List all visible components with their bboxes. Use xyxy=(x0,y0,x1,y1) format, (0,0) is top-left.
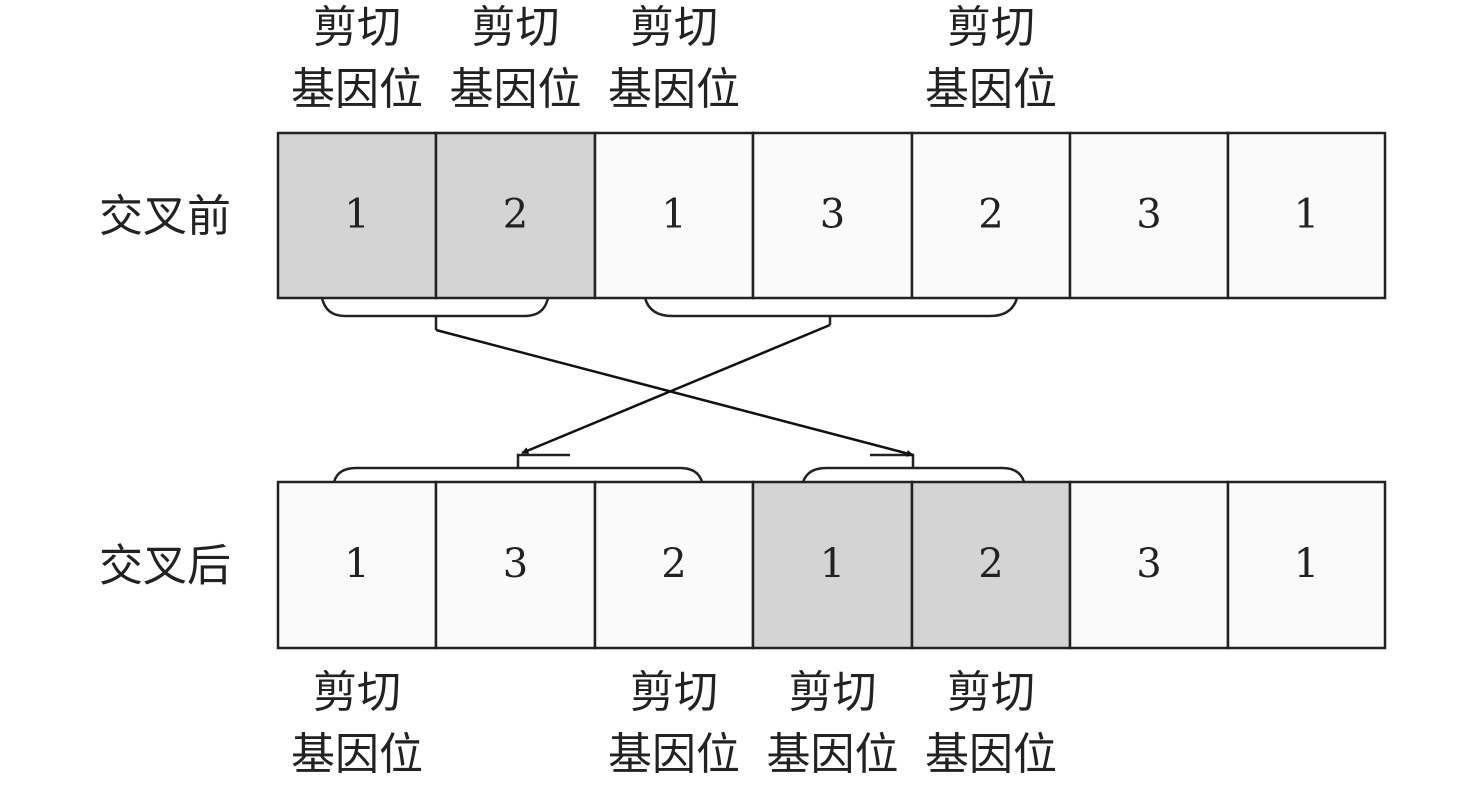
segment-brackets xyxy=(320,297,1026,483)
gene-cell: 3 xyxy=(751,131,914,300)
cut-label-line1: 剪切 xyxy=(313,667,401,718)
gene-value: 1 xyxy=(820,541,845,587)
cell-box xyxy=(593,131,755,300)
bracket-before-1 xyxy=(320,297,550,318)
connector-after-1 xyxy=(516,453,570,468)
cell-box xyxy=(910,480,1072,650)
gene-value: 2 xyxy=(503,192,528,238)
cell-box xyxy=(1226,131,1387,300)
cut-label-line2: 基因位 xyxy=(925,729,1057,780)
bracket-after-1 xyxy=(332,466,704,483)
gene-cell: 2 xyxy=(910,131,1072,300)
gene-value: 2 xyxy=(978,192,1003,238)
cell-box xyxy=(910,131,1072,300)
cut-label-line2: 基因位 xyxy=(291,729,423,780)
gene-value: 2 xyxy=(661,541,686,587)
cell-box xyxy=(434,131,597,300)
gene-value: 3 xyxy=(1136,541,1161,587)
cut-label-line2: 基因位 xyxy=(925,64,1057,115)
cell-box xyxy=(276,480,438,650)
row-label: 交叉后 xyxy=(99,541,231,592)
cell-box xyxy=(751,131,914,300)
cut-label-line2: 基因位 xyxy=(450,64,582,115)
gene-cell: 2 xyxy=(593,480,755,650)
cell-box xyxy=(1068,480,1230,650)
cut-label-line1: 剪切 xyxy=(789,667,877,718)
cut-label-line2: 基因位 xyxy=(608,729,740,780)
bracket-after-2 xyxy=(801,466,1026,483)
row-label: 交叉前 xyxy=(99,191,231,242)
gene-value: 1 xyxy=(661,192,686,238)
gene-value: 1 xyxy=(344,541,369,587)
cut-label-line1: 剪切 xyxy=(630,2,718,53)
connector-after-2 xyxy=(870,453,915,468)
cell-box xyxy=(434,480,597,650)
gene-cell: 1 xyxy=(276,131,438,300)
gene-cell: 1 xyxy=(751,480,914,650)
cell-box xyxy=(593,480,755,650)
arrow-1 xyxy=(435,328,914,457)
cut-label-line1: 剪切 xyxy=(313,2,401,53)
cell-box xyxy=(276,131,438,300)
gene-cell: 1 xyxy=(1226,131,1387,300)
cut-label-line2: 基因位 xyxy=(767,729,899,780)
gene-cell: 3 xyxy=(1068,131,1230,300)
cut-label-line1: 剪切 xyxy=(947,2,1035,53)
cut-label-line1: 剪切 xyxy=(472,2,560,53)
cell-box xyxy=(1068,131,1230,300)
cut-label-line2: 基因位 xyxy=(608,64,740,115)
gene-value: 1 xyxy=(1294,541,1319,587)
arrow-2 xyxy=(521,323,831,455)
cut-label-line1: 剪切 xyxy=(630,667,718,718)
cut-label-line1: 剪切 xyxy=(947,667,1035,718)
gene-cell: 1 xyxy=(276,480,438,650)
gene-value: 3 xyxy=(1136,192,1161,238)
gene-cell: 3 xyxy=(434,480,597,650)
gene-cell: 3 xyxy=(1068,480,1230,650)
bracket-before-2 xyxy=(643,297,1019,318)
cut-label-line2: 基因位 xyxy=(291,64,423,115)
gene-value: 1 xyxy=(344,192,369,238)
gene-value: 3 xyxy=(820,192,845,238)
gene-value: 1 xyxy=(1294,192,1319,238)
gene-cell: 2 xyxy=(910,480,1072,650)
gene-value: 3 xyxy=(503,541,528,587)
gene-cell: 1 xyxy=(593,131,755,300)
gene-value: 2 xyxy=(978,541,1003,587)
cell-box xyxy=(1226,480,1387,650)
gene-cell: 1 xyxy=(1226,480,1387,650)
gene-cell: 2 xyxy=(434,131,597,300)
